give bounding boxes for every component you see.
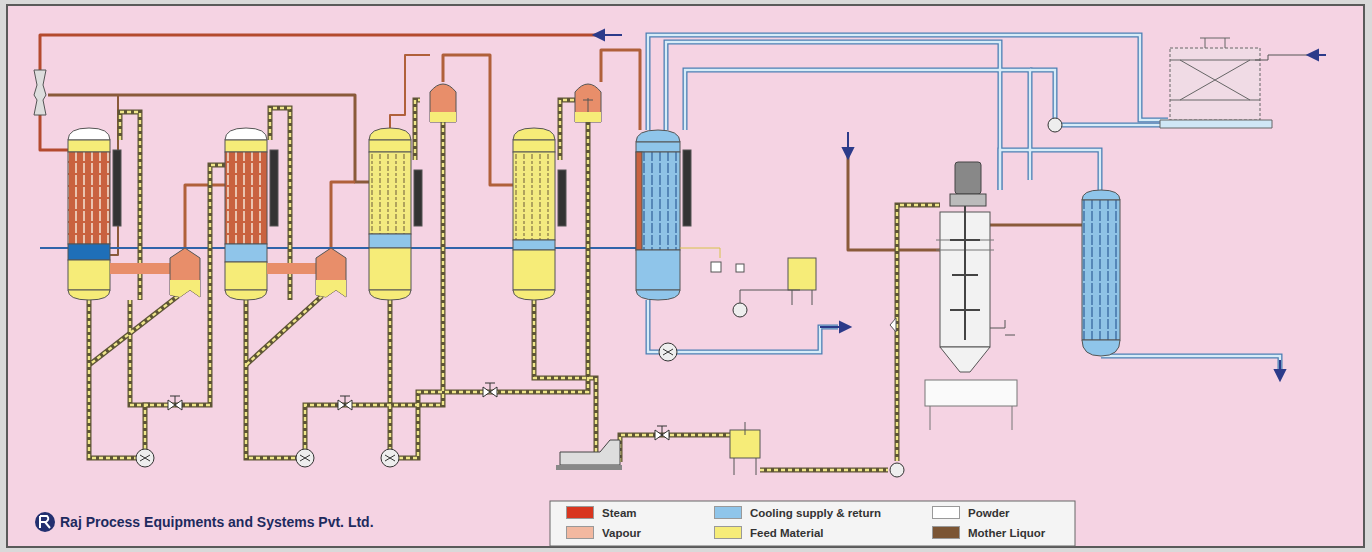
legend-text: Mother Liquor (968, 527, 1045, 539)
legend-text: Cooling supply & return (750, 507, 881, 519)
legend-swatch (932, 506, 960, 519)
legend-text: Feed Material (750, 527, 824, 539)
legend-entry: Feed Material (714, 526, 824, 539)
legend-swatch (932, 526, 960, 539)
legend-swatch (714, 526, 742, 539)
legend-swatch (566, 526, 594, 539)
legend-entry: Mother Liquor (932, 526, 1045, 539)
legend-text: Vapour (602, 527, 641, 539)
legend-text: Powder (968, 507, 1010, 519)
legend-entry: Vapour (566, 526, 641, 539)
legend-swatch (566, 506, 594, 519)
legend-swatch (714, 506, 742, 519)
company-name: Raj Process Equipments and Systems Pvt. … (60, 514, 374, 530)
legend-entry: Powder (932, 506, 1010, 519)
legend-text: Steam (602, 507, 637, 519)
legend-entry: Steam (566, 506, 637, 519)
legend-entry: Cooling supply & return (714, 506, 881, 519)
